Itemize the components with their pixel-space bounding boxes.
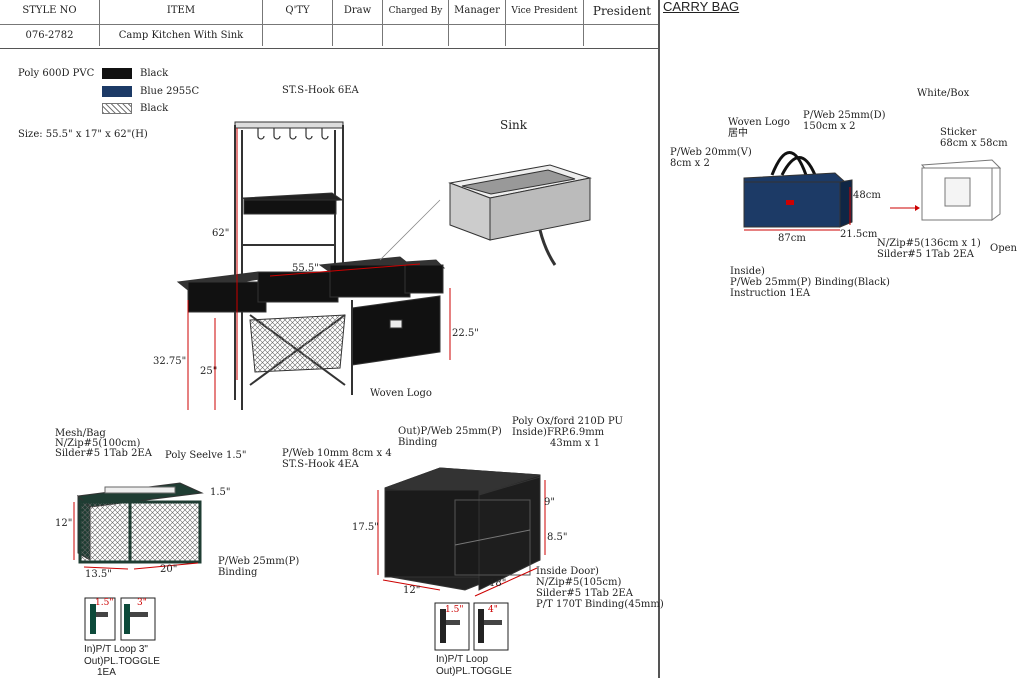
mesh-bag-note-3: 1EA	[97, 667, 116, 678]
col-draw: Draw	[333, 0, 383, 24]
dim-9: 9"	[544, 497, 555, 508]
dim-62: 62"	[212, 228, 230, 239]
dim-18: 18"	[489, 578, 507, 589]
label-hooks: ST.S-Hook 6EA	[282, 85, 359, 96]
col-charged-by: Charged By	[383, 0, 449, 24]
col-style-no: STYLE NO	[0, 0, 100, 24]
legend-label-blue: Blue 2955C	[140, 86, 200, 97]
bag-pweb-v: P/Web 20mm(V)	[670, 147, 752, 158]
cab-loop-dim-b: 4"	[488, 605, 498, 615]
mesh-bag-binding-2: Binding	[218, 567, 258, 578]
sticker-size: 68cm x 58cm	[940, 138, 1008, 149]
value-president	[584, 24, 660, 46]
cabinet-pweb-10: P/Web 10mm 8cm x 4	[282, 448, 392, 459]
cab-loop-dim-a: 1.5"	[445, 605, 464, 615]
s-hooks	[257, 128, 329, 140]
cabinet-drawing	[377, 467, 546, 651]
legend-label-mesh: Black	[140, 103, 169, 114]
swatch-black	[102, 68, 132, 79]
dim-13-5: 13.5"	[85, 569, 112, 580]
value-vice-president	[506, 24, 584, 46]
mesh-bag-slider: Silder#5 1Tab 2EA	[55, 448, 152, 459]
dim-1-5: 1.5"	[210, 487, 231, 498]
mesh-bag-note-1: In)P/T Loop 3"	[84, 644, 148, 655]
cabinet-door-3: Silder#5 1Tab 2EA	[536, 588, 633, 599]
value-draw	[333, 24, 383, 46]
cabinet-poly-1: Poly Ox/ford 210D PU	[512, 416, 623, 427]
cabinet-door-4: P/T 170T Binding(45mm)	[536, 599, 664, 610]
bag-dim-48: 48cm	[853, 190, 881, 201]
label-sink: Sink	[500, 118, 528, 132]
swatch-blue	[102, 86, 132, 97]
legend-material: Poly 600D PVC	[18, 68, 95, 79]
value-qty	[263, 24, 333, 46]
mesh-bag-zip: N/Zip#5(100cm)	[55, 438, 141, 449]
dim-8-5: 8.5"	[547, 532, 568, 543]
mesh-bag-note-2: Out)PL.TOGGLE	[84, 656, 160, 667]
mesh-bag-binding-1: P/Web 25mm(P)	[218, 556, 300, 567]
loop-dim-a: 1.5"	[95, 598, 114, 608]
white-box	[920, 159, 1002, 221]
carry-bag-drawing	[743, 151, 1002, 231]
cabinet-poly-3: 43mm x 1	[550, 438, 601, 449]
page-divider	[658, 0, 660, 678]
bag-slider: Silder#5 1Tab 2EA	[877, 249, 974, 260]
bag-woven-logo: Woven Logo	[728, 117, 790, 128]
dim-12: 12"	[55, 518, 73, 529]
dim-cab-12: 12"	[403, 585, 421, 596]
sticker-label: Sticker	[940, 127, 977, 138]
spec-header-table: STYLE NO ITEM Q'TY Draw Charged By Manag…	[0, 0, 660, 49]
bag-pweb-d-qty: 150cm x 2	[803, 121, 856, 132]
bag-dim-21-5: 21.5cm	[840, 229, 878, 240]
bag-pweb-v-qty: 8cm x 2	[670, 158, 710, 169]
white-box-label: White/Box	[917, 88, 970, 99]
mesh-bag-drawing	[73, 482, 204, 641]
bag-pweb-d: P/Web 25mm(D)	[803, 110, 886, 121]
product-size: Size: 55.5" x 17" x 62"(H)	[18, 129, 148, 140]
camp-kitchen-drawing	[176, 121, 592, 410]
value-item: Camp Kitchen With Sink	[100, 24, 263, 46]
legend-label-black: Black	[140, 68, 169, 79]
col-vice-president: Vice President	[506, 0, 584, 24]
value-charged-by	[383, 24, 449, 46]
cabinet-out-binding-1: Out)P/Web 25mm(P)	[398, 426, 502, 437]
bag-dim-87: 87cm	[778, 233, 806, 244]
cabinet-door-2: N/Zip#5(105cm)	[536, 577, 622, 588]
label-woven-logo: Woven Logo	[370, 388, 432, 399]
cabinet-note-1: In)P/T Loop	[436, 654, 489, 665]
col-qty: Q'TY	[263, 0, 333, 24]
dim-22-5: 22.5"	[452, 328, 479, 339]
bag-inside-binding: P/Web 25mm(P) Binding(Black)	[730, 277, 890, 288]
value-manager	[449, 24, 506, 46]
bag-zip: N/Zip#5(136cm x 1)	[877, 238, 981, 249]
dim-17-5: 17.5"	[352, 522, 379, 533]
cabinet-hooks: ST.S-Hook 4EA	[282, 459, 359, 470]
bag-instruction: Instruction 1EA	[730, 288, 811, 299]
dim-32-75: 32.75"	[153, 356, 187, 367]
col-item: ITEM	[100, 0, 263, 24]
cabinet-out-binding-2: Binding	[398, 437, 438, 448]
dim-25: 25"	[200, 366, 218, 377]
mesh-bag-sleeve: Poly Seelve 1.5"	[165, 450, 247, 461]
cabinet-poly-2: Inside)FRP.6.9mm	[512, 427, 605, 438]
col-president: President	[592, 4, 652, 18]
dim-20: 20"	[160, 564, 178, 575]
carry-bag-title: CARRY BAG	[663, 0, 740, 14]
dim-55-5: 55.5"	[292, 263, 319, 274]
swatch-mesh	[102, 103, 132, 114]
cabinet-note-2: Out)PL.TOGGLE	[436, 666, 512, 677]
bag-inside: Inside)	[730, 266, 765, 277]
open-label: Open	[990, 243, 1017, 254]
cabinet-door-1: Inside Door)	[536, 566, 599, 577]
bag-woven-logo-pos: 居中	[728, 128, 748, 139]
mesh-bag-title: Mesh/Bag	[55, 428, 106, 439]
col-manager: Manager	[449, 0, 506, 24]
value-style-no: 076-2782	[0, 24, 100, 46]
loop-dim-b: 3"	[137, 598, 147, 608]
